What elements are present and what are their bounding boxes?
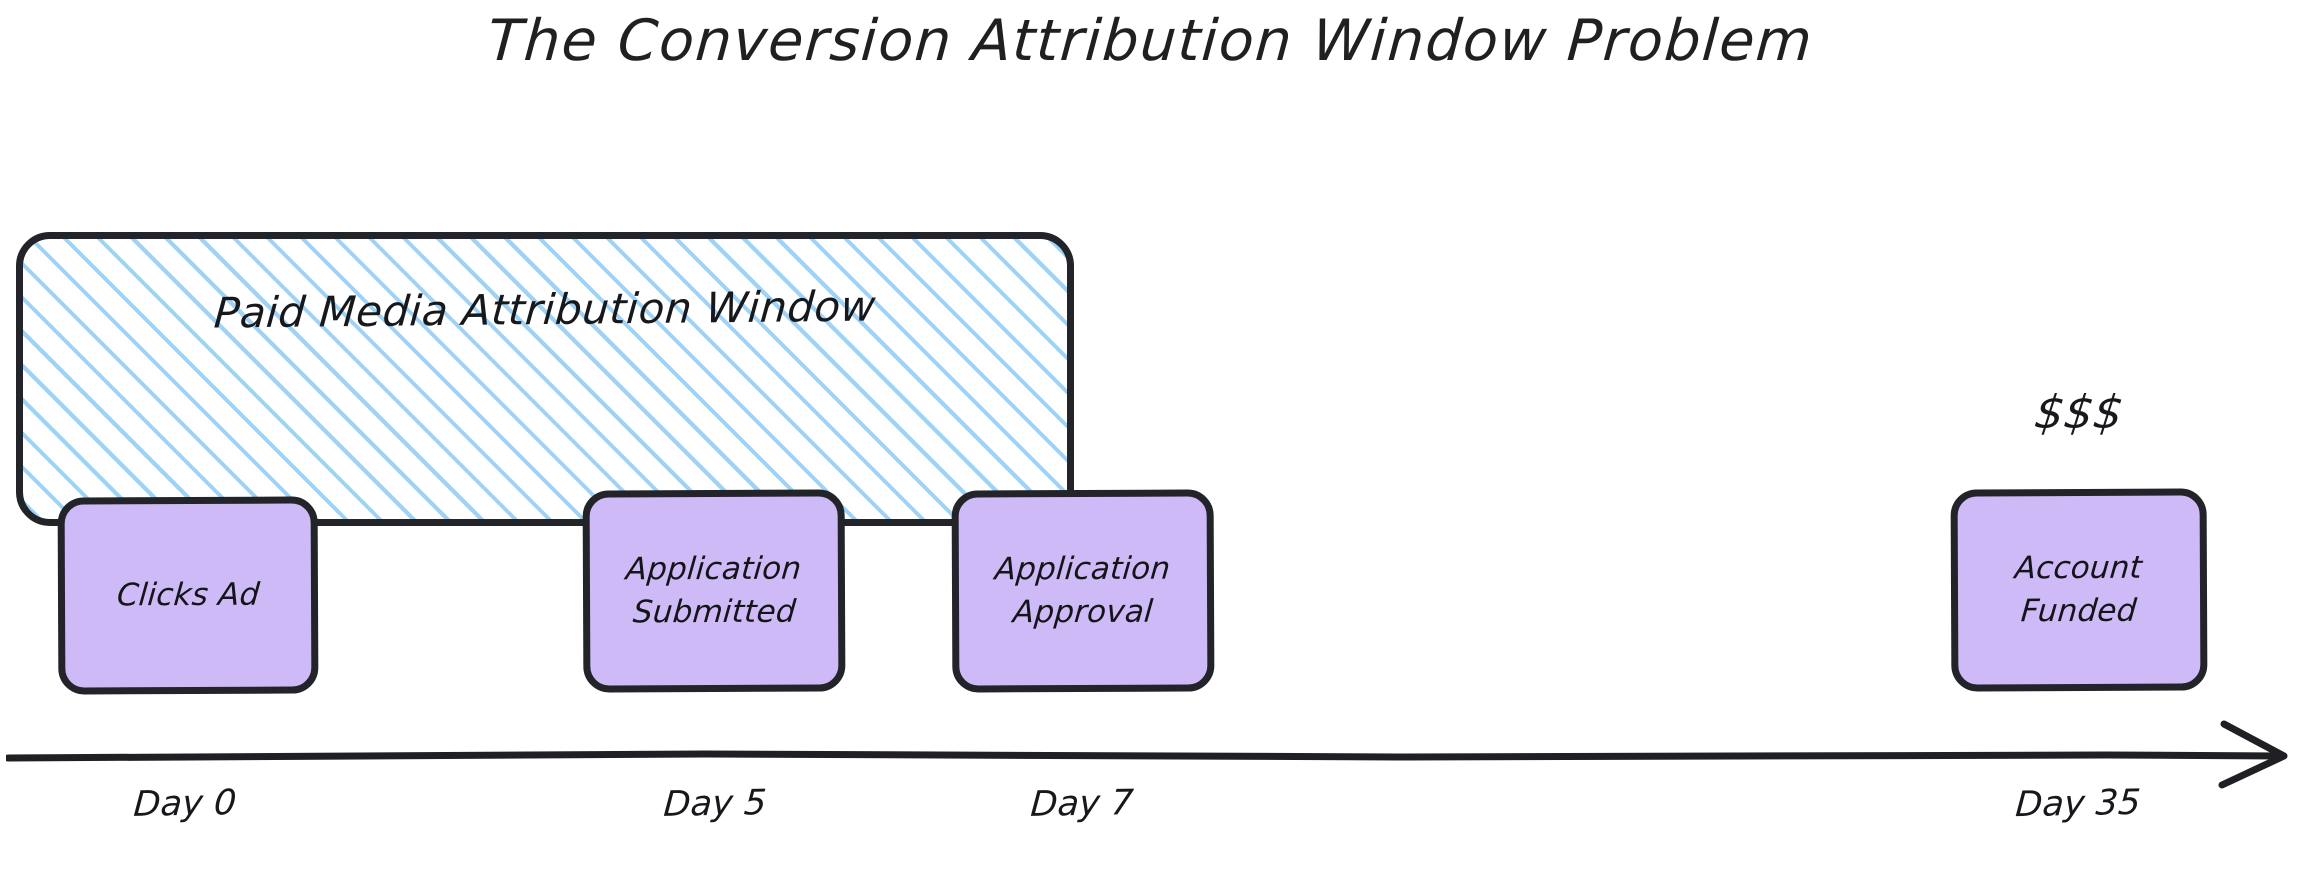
node-label-line: Funded bbox=[2019, 592, 2139, 630]
node-label-line: Clicks Ad bbox=[115, 576, 261, 614]
node-account-funded[interactable]: Account Funded bbox=[1950, 488, 2208, 692]
attribution-window-label: Paid Media Attribution Window bbox=[212, 281, 878, 338]
money-annotation: $$$ bbox=[2031, 385, 2127, 439]
arrow-right-icon bbox=[2218, 720, 2288, 789]
day-label-5: Day 5 bbox=[662, 783, 768, 825]
node-label-line: Submitted bbox=[631, 593, 797, 631]
node-label-line: Application bbox=[624, 550, 804, 588]
node-label-line: Account bbox=[2013, 549, 2144, 587]
node-application-submitted[interactable]: Application Submitted bbox=[582, 489, 846, 693]
day-label-0: Day 0 bbox=[132, 783, 238, 825]
node-label-line: Approval bbox=[1011, 593, 1155, 631]
node-application-approval[interactable]: Application Approval bbox=[951, 489, 1215, 693]
day-label-7: Day 7 bbox=[1029, 783, 1135, 825]
paid-media-attribution-window: Paid Media Attribution Window bbox=[16, 232, 1074, 526]
day-label-35: Day 35 bbox=[2014, 782, 2142, 826]
node-label-line: Application bbox=[993, 550, 1173, 588]
page-title: The Conversion Attribution Window Proble… bbox=[485, 8, 1816, 74]
node-clicks-ad[interactable]: Clicks Ad bbox=[57, 496, 319, 695]
timeline-axis-line bbox=[6, 750, 2284, 762]
